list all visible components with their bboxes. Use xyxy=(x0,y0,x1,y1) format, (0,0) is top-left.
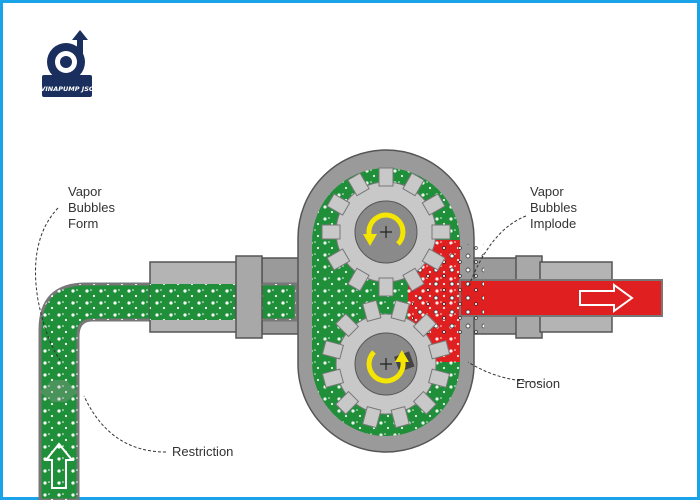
label-line: Implode xyxy=(530,216,576,231)
lower-gear xyxy=(321,299,451,429)
flow-arrow-icon xyxy=(579,283,634,313)
rotation-arrow-icon xyxy=(366,350,409,384)
label-vapor-bubbles-form: Vapor Bubbles Form xyxy=(68,184,115,231)
leader-lines xyxy=(35,207,541,453)
label-erosion: Erosion xyxy=(516,376,560,391)
upper-gear xyxy=(321,167,451,297)
logo-text: VINAPUMP JSC xyxy=(40,85,94,93)
rotation-arrow-icon xyxy=(363,212,406,246)
label-line: Bubbles xyxy=(530,200,577,215)
label-line: Bubbles xyxy=(68,200,115,215)
outlet-pipe xyxy=(459,255,663,339)
pump-logo-icon: VINAPUMP JSC xyxy=(40,30,94,97)
inlet-fitting xyxy=(149,255,263,339)
label-restriction: Restriction xyxy=(172,444,233,459)
flow-arrow-icon xyxy=(43,442,75,489)
label-vapor-bubbles-implode: Vapor Bubbles Implode xyxy=(530,184,577,231)
label-line: Vapor xyxy=(530,184,564,199)
label-line: Vapor xyxy=(68,184,102,199)
inlet-pipe xyxy=(38,282,298,500)
label-line: Form xyxy=(68,216,98,231)
